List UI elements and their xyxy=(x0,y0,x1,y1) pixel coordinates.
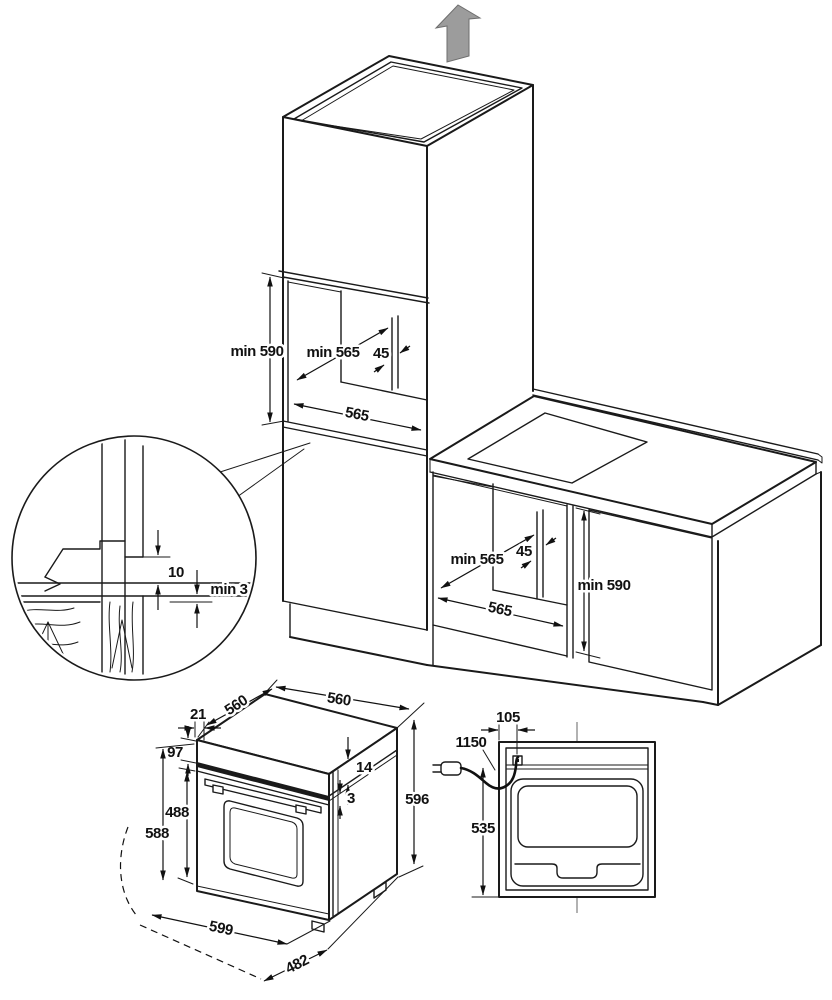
dim-oven-door-open-width: 599 xyxy=(207,918,234,940)
dim-oven-glass-height: 488 xyxy=(165,804,189,821)
dim-base-niche-width: 565 xyxy=(486,599,513,621)
dim-tall-niche-rear-gap: 45 xyxy=(373,345,389,362)
door-handle xyxy=(204,778,322,815)
dim-back-cable-height: 535 xyxy=(471,820,495,837)
base-cabinet-run xyxy=(426,388,823,706)
tall-cabinet xyxy=(278,55,534,666)
dim-oven-door-gap: 3 xyxy=(347,790,355,807)
dim-oven-width: 560 xyxy=(326,689,352,710)
dim-back-cable-offset: 105 xyxy=(496,709,520,726)
base-niche-dimensions: min 565 45 565 min 590 xyxy=(437,507,633,659)
vent-arrow-icon xyxy=(434,4,482,63)
dim-back-cable-length: 1150 xyxy=(456,734,487,751)
detail-callout: 10 min 3 xyxy=(11,435,311,681)
dim-tall-niche-height: min 590 xyxy=(230,343,283,360)
dim-base-niche-depth: min 565 xyxy=(450,551,503,568)
dim-oven-frame-overhang: 21 xyxy=(190,706,206,723)
dim-oven-top-clearance: 14 xyxy=(356,759,373,776)
dim-oven-door-open-depth: 482 xyxy=(283,951,312,977)
power-plug-icon xyxy=(432,755,520,790)
dim-oven-height: 596 xyxy=(405,791,429,808)
dim-oven-door-height: 588 xyxy=(145,825,169,842)
control-panel-strip xyxy=(197,762,329,801)
dim-base-niche-height: min 590 xyxy=(577,577,630,594)
dim-detail-top-gap: 10 xyxy=(168,564,184,581)
hob-cutout xyxy=(467,412,648,484)
dim-base-niche-rear-gap: 45 xyxy=(516,543,532,560)
dim-tall-niche-depth: min 565 xyxy=(306,344,359,361)
oven-front-view xyxy=(196,693,398,933)
oven-back-dimensions: 105 1150 535 xyxy=(453,707,535,898)
dim-detail-bottom-gap: min 3 xyxy=(210,581,247,598)
oven-back-view xyxy=(432,722,656,913)
power-cable xyxy=(459,755,520,790)
door-glass xyxy=(223,800,304,887)
dim-tall-niche-width: 565 xyxy=(344,404,371,425)
